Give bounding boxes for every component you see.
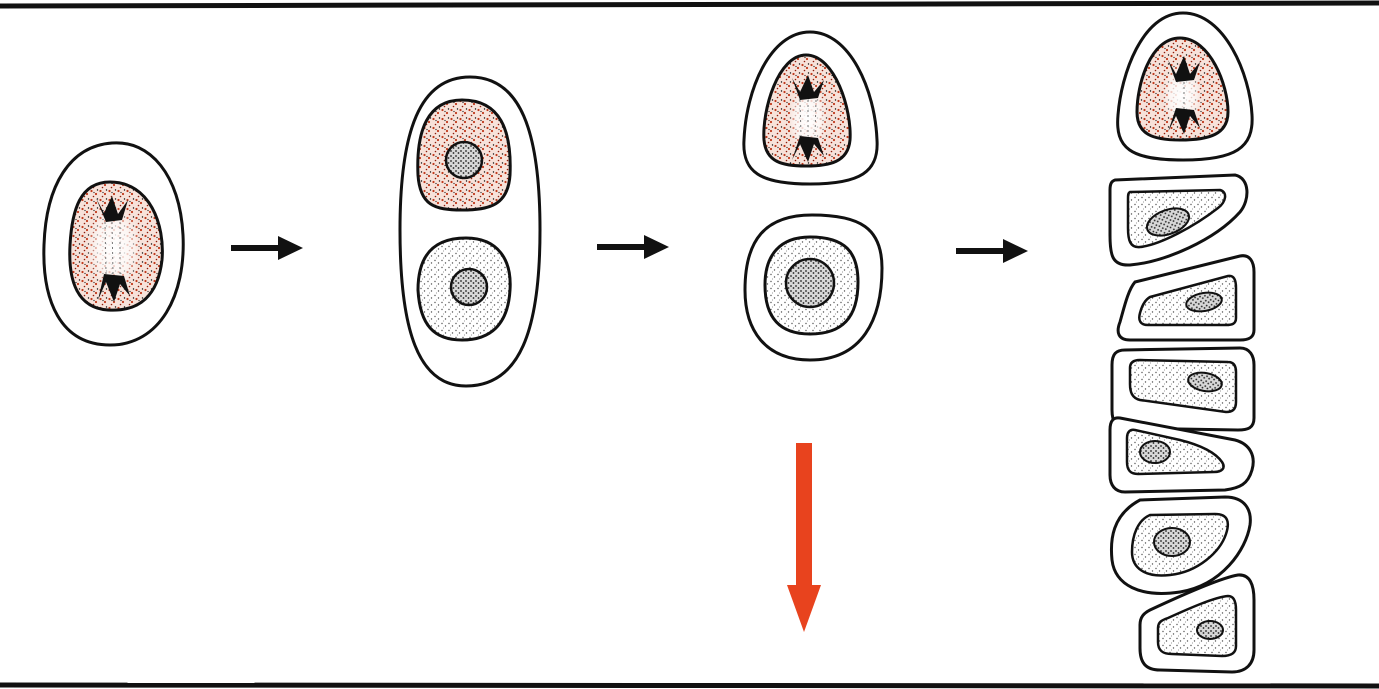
stage-cell-column: [1110, 13, 1254, 672]
column-mitotic-cell: [1118, 13, 1253, 160]
arrow-right-icon: [956, 239, 1028, 263]
arrow-down-icon: [787, 443, 821, 632]
stage-mitotic-cell: [44, 143, 183, 345]
stage-separated-cells: [744, 32, 882, 360]
stage-divided-cell-pair: [400, 77, 540, 386]
arrow-right-icon: [597, 235, 669, 259]
column-cell: [1118, 256, 1254, 340]
column-cell: [1110, 175, 1247, 265]
top-border: [0, 3, 1379, 6]
arrow-right-icon: [231, 236, 303, 260]
bottom-border: [0, 685, 1379, 686]
column-cell: [1112, 348, 1254, 430]
